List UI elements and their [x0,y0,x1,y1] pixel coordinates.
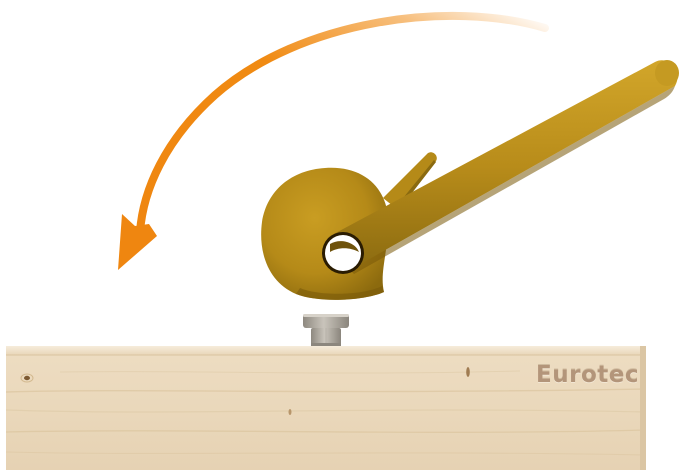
eurotec-logo: Eurotec [536,362,639,388]
turning-wrench-tool-icon [261,60,679,300]
hex-nut-icon [303,314,349,346]
